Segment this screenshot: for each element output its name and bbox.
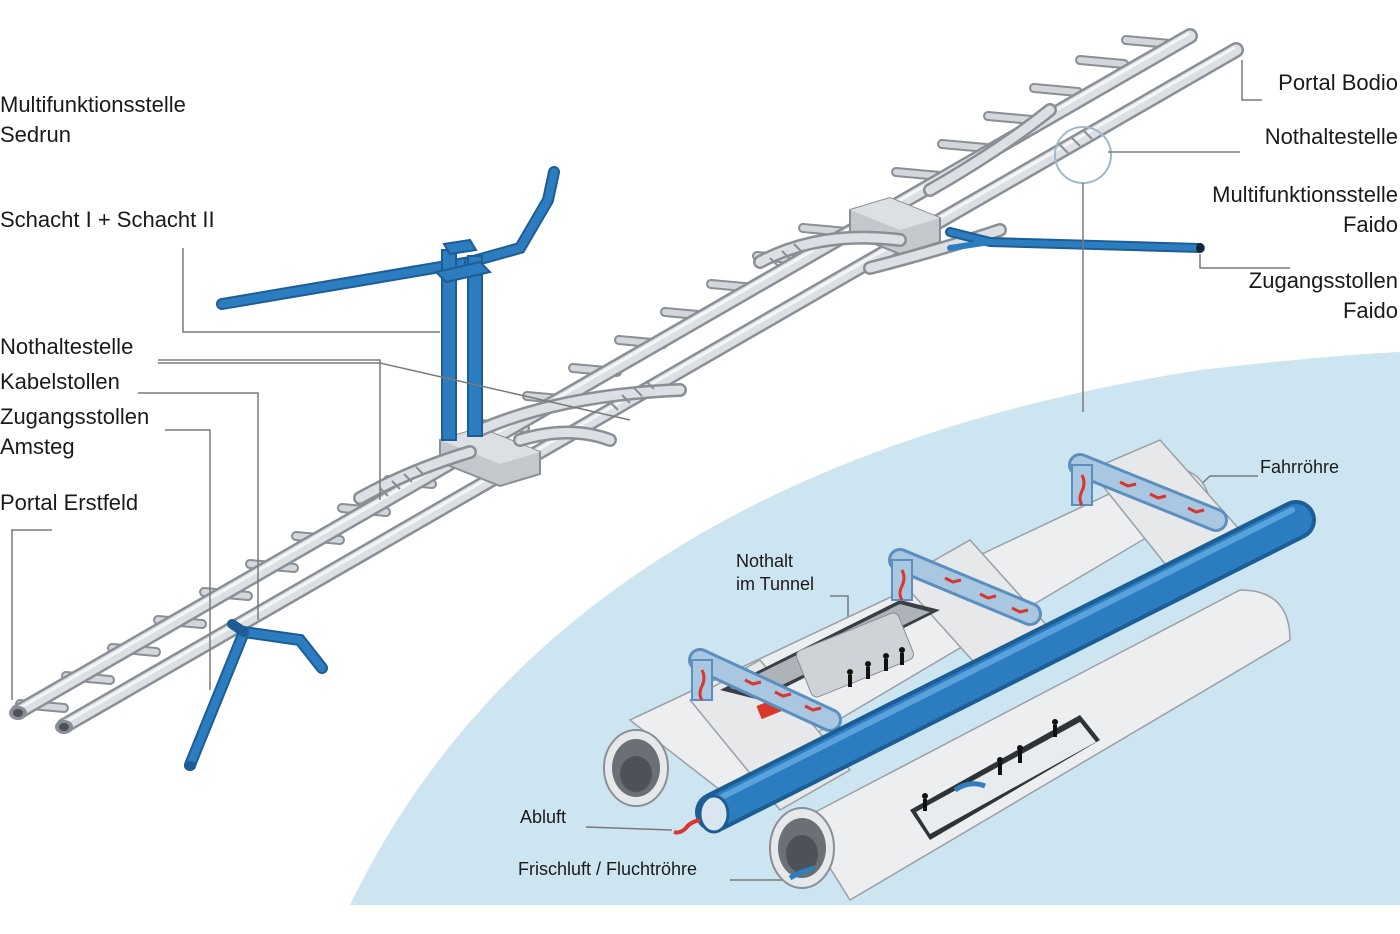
detail-cutaway — [603, 439, 1316, 902]
label-frischluft: Frischluft / Fluchtröhre — [518, 859, 698, 879]
shafts-and-access-tunnels — [184, 166, 1205, 771]
amsteg-access-tunnel — [184, 619, 328, 771]
label-line: Zugangsstollen — [1248, 268, 1398, 293]
label-zugangsstollen-faido: Zugangsstollen Faido — [1249, 266, 1398, 326]
inset-front-tube — [769, 589, 1291, 902]
label-line: Nothalt — [736, 551, 794, 571]
label-line: im Tunnel — [736, 574, 815, 594]
label-nothaltestelle-right: Nothaltestelle — [1264, 124, 1398, 149]
label-line: Zugangsstollen — [0, 404, 150, 429]
label-line: Amsteg — [0, 434, 75, 459]
main-tunnel-system — [9, 28, 1244, 734]
label-nothaltestelle-left: Nothaltestelle — [0, 334, 134, 359]
inset-ventilation-ducts — [688, 453, 1228, 732]
label-zugangsstollen-amsteg: Zugangsstollen Amsteg — [0, 402, 149, 462]
label-kabelstollen: Kabelstollen — [0, 369, 120, 394]
label-line: Multifunktionsstelle — [1212, 182, 1398, 207]
label-portal-erstfeld: Portal Erstfeld — [0, 490, 139, 515]
shafts-I-II — [434, 238, 492, 441]
label-schacht: Schacht I + Schacht II — [0, 207, 215, 232]
inset-emergency-stop — [720, 600, 940, 720]
inset-exhaust-duct — [673, 500, 1316, 881]
label-fahrroehre: Fahrröhre — [1260, 457, 1340, 477]
label-multifunktionsstelle-faido: Multifunktionsstelle Faido — [1212, 180, 1398, 240]
faido-station — [753, 103, 1093, 275]
label-line: Faido — [1342, 298, 1398, 323]
label-abluft: Abluft — [520, 807, 567, 827]
label-line: Multifunktionsstelle — [0, 92, 186, 117]
label-nothalt-im-tunnel: Nothalt im Tunnel — [736, 550, 814, 596]
faido-access-tunnel — [945, 227, 1205, 253]
label-multifunktionsstelle-sedrun: Multifunktionsstelle Sedrun — [0, 90, 186, 150]
label-line: Sedrun — [0, 122, 71, 147]
sedrun-station — [353, 380, 687, 505]
leader-lines — [11, 60, 1290, 881]
label-line: Faido — [1342, 212, 1398, 237]
label-portal-bodio: Portal Bodio — [1278, 70, 1398, 95]
